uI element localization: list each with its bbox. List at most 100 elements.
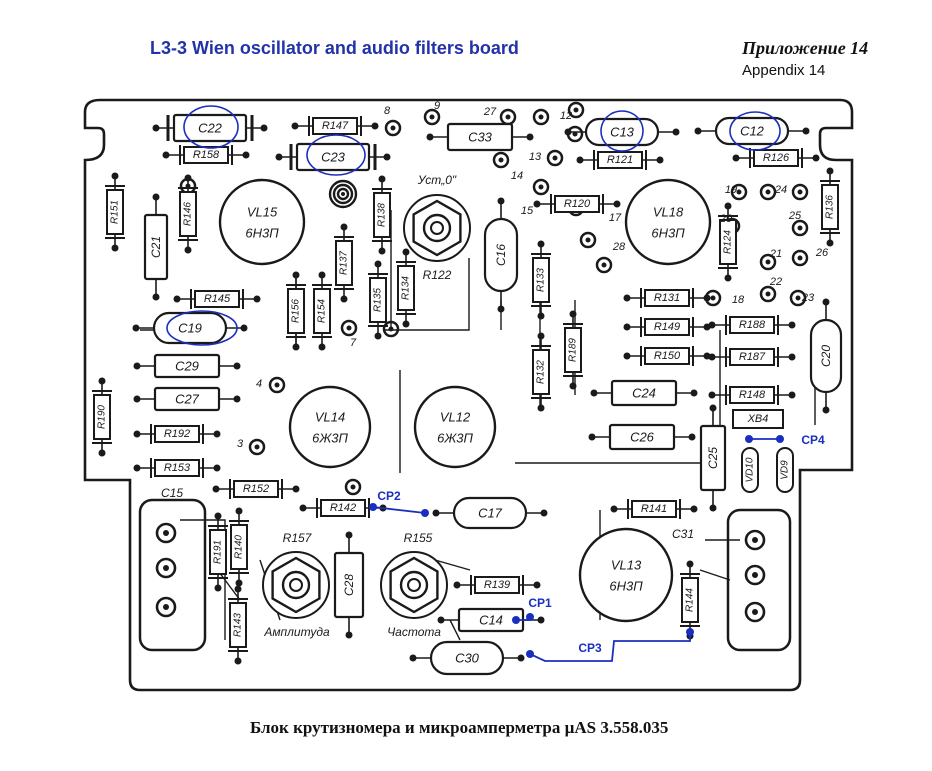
svg-text:R143: R143: [233, 613, 244, 637]
svg-text:R149: R149: [654, 321, 680, 333]
resistor-r152: R152: [216, 479, 296, 499]
pad-number: 23: [801, 292, 815, 304]
svg-text:VL14: VL14: [315, 410, 345, 425]
capacitor-c20: C20: [809, 302, 843, 410]
resistor-r141: R141: [614, 499, 694, 519]
diode-vd9: VD9: [776, 447, 794, 493]
svg-text:R192: R192: [164, 428, 190, 440]
svg-text:R139: R139: [484, 579, 510, 591]
resistor-r120: R120: [537, 194, 617, 214]
test-point-cp2: CP2: [369, 489, 429, 517]
svg-text:R145: R145: [204, 293, 231, 305]
svg-text:C29: C29: [175, 359, 199, 374]
mounting-pad: [546, 149, 564, 167]
pad-number: 13: [529, 151, 542, 163]
potentiometer-id-label: R155: [404, 531, 433, 545]
svg-text:R152: R152: [243, 483, 269, 495]
potentiometer-function-label: Частота: [387, 625, 441, 639]
pad-number: 24: [774, 184, 787, 196]
mounting-pad: [759, 183, 777, 201]
mounting-pad: [579, 231, 597, 249]
resistor-r150: R150: [627, 346, 707, 366]
resistor-r147: R147: [295, 116, 375, 136]
diode-vd10: VD10: [741, 447, 759, 493]
svg-text:R153: R153: [164, 462, 191, 474]
connector-pin: [744, 564, 766, 586]
diagram-caption: Блок крутизномера и микроамперметра µAS …: [250, 718, 669, 737]
pcb-trace: [385, 258, 470, 331]
svg-text:C28: C28: [342, 574, 356, 596]
mounting-pad: [384, 119, 402, 137]
resistor-r153: R153: [137, 458, 217, 478]
mounting-pad: [595, 256, 613, 274]
capacitor-c23: C23: [279, 142, 387, 172]
capacitor-c29: C29: [137, 353, 237, 379]
resistor-r131: R131: [627, 288, 707, 308]
mounting-pad: [382, 320, 400, 338]
resistor-r137: R137: [334, 227, 354, 299]
svg-text:R138: R138: [377, 203, 388, 227]
capacitor-c26: C26: [592, 423, 692, 451]
ground-lug: [328, 179, 358, 209]
mounting-pad: [499, 108, 517, 126]
capacitor-c28: C28: [333, 535, 365, 635]
diagram-title: L3-3 Wien oscillator and audio filters b…: [150, 38, 519, 58]
pad-number: 9: [434, 100, 440, 112]
resistor-r190: R190: [92, 381, 112, 453]
potentiometer-r122: [403, 194, 471, 262]
pad-number: 15: [521, 205, 534, 217]
svg-text:C12: C12: [740, 124, 765, 139]
resistor-r133: R133: [531, 244, 551, 316]
mounting-pad: [791, 249, 809, 267]
svg-text:6Ж3П: 6Ж3П: [437, 431, 473, 446]
svg-text:C20: C20: [819, 345, 833, 367]
pad-number: 26: [815, 247, 829, 259]
capacitor-c27: C27: [137, 386, 237, 412]
capacitor-c21: C21: [143, 197, 169, 297]
capacitor-c17: C17: [436, 496, 544, 530]
svg-text:R126: R126: [763, 152, 790, 164]
svg-text:R132: R132: [536, 360, 547, 384]
svg-text:R134: R134: [401, 276, 412, 300]
mounting-pad: [532, 108, 550, 126]
svg-text:C17: C17: [478, 506, 503, 521]
capacitor-c24: C24: [594, 379, 694, 407]
svg-text:R150: R150: [654, 350, 681, 362]
capacitor-label-c15: C15: [161, 486, 183, 500]
svg-text:C13: C13: [610, 125, 635, 140]
svg-text:CP1: CP1: [528, 596, 552, 610]
svg-text:R135: R135: [373, 288, 384, 312]
mounting-pad: [532, 178, 550, 196]
resistor-r156: R156: [286, 275, 306, 347]
capacitor-c22: C22: [156, 113, 264, 143]
mounting-pad: [492, 151, 510, 169]
svg-text:R188: R188: [739, 319, 766, 331]
pad-number: 27: [483, 106, 497, 118]
mounting-pad: [248, 438, 266, 456]
mounting-pad: [340, 319, 358, 337]
pad-number: 3: [237, 438, 244, 450]
connector-pin: [155, 557, 177, 579]
svg-text:C24: C24: [632, 386, 656, 401]
mounting-pad: [791, 219, 809, 237]
resistor-r146: R146: [178, 178, 198, 250]
mounting-pad: [759, 285, 777, 303]
svg-text:6Н3П: 6Н3П: [609, 579, 643, 594]
resistor-r121: R121: [580, 150, 660, 170]
pad-number: 17: [609, 212, 622, 224]
resistor-r148: R148: [712, 385, 792, 405]
capacitor-c19: C19: [136, 311, 244, 345]
svg-text:R190: R190: [97, 405, 108, 429]
svg-text:C14: C14: [479, 613, 503, 628]
resistor-r142: R142: [303, 498, 383, 518]
pad-number: 25: [788, 210, 802, 222]
pad-number: 22: [769, 276, 782, 288]
svg-text:R136: R136: [825, 195, 836, 219]
capacitor-c30: C30: [413, 640, 521, 676]
svg-text:C21: C21: [149, 236, 163, 258]
highlight-ring-c19: [166, 310, 238, 346]
connector-pin: [155, 522, 177, 544]
capacitor-c12: C12: [698, 116, 806, 146]
